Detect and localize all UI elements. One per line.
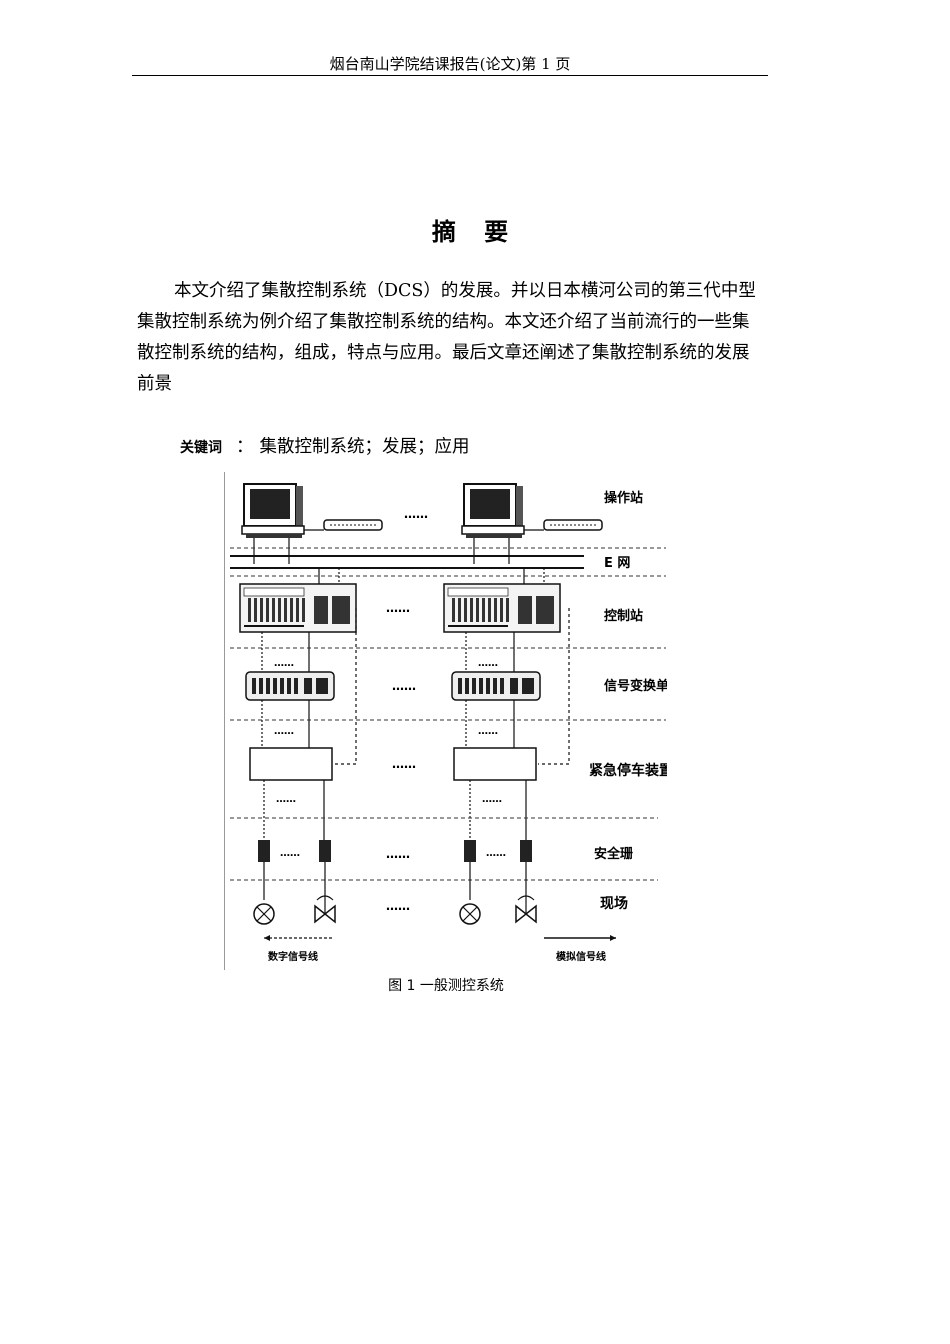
barrier-4	[520, 840, 532, 862]
emergency-stop-right	[453, 747, 537, 781]
barrier-3	[464, 840, 476, 862]
dcs-diagram: …… 操作站 E 网	[224, 472, 682, 970]
printer-right	[543, 519, 603, 531]
operator-station-left	[241, 483, 305, 538]
lamp-icon-right	[459, 903, 481, 925]
keywords-separator: ：	[236, 437, 254, 457]
abstract-title: 摘 要	[431, 218, 519, 246]
legend-digital-label: 数字信号线	[268, 950, 318, 963]
label-control-station: 控制站	[604, 608, 643, 624]
header-rule	[132, 75, 768, 76]
barrier-2	[319, 840, 331, 862]
lamp-icon-left	[253, 903, 275, 925]
ellipsis-signal: ……	[392, 679, 416, 693]
emergency-stop-left	[249, 747, 333, 781]
ellipsis-signal-stop-right: ……	[478, 726, 498, 737]
ellipsis-field: ……	[386, 899, 410, 913]
ellipsis-control: ……	[386, 601, 410, 615]
signal-unit-right	[451, 671, 541, 701]
label-safety-barrier: 安全珊	[594, 846, 633, 862]
control-station-left	[239, 583, 357, 633]
ellipsis-stop-barrier-right: ……	[482, 794, 502, 805]
label-e-network: E 网	[604, 556, 630, 571]
printer-left	[323, 519, 383, 531]
ellipsis-control-signal-left: ……	[274, 658, 294, 669]
ellipsis-stop-barrier-left: ……	[276, 794, 296, 805]
dcs-diagram-svg: …… 操作站 E 网	[224, 472, 682, 970]
ellipsis-operator: ……	[404, 507, 428, 521]
label-emergency-stop: 紧急停车装置	[589, 762, 667, 779]
valve-icon-left	[314, 895, 336, 924]
control-station-right	[443, 583, 561, 633]
keywords-line: 关键词 ：集散控制系统；发展；应用	[180, 434, 470, 461]
signal-unit-left	[245, 671, 335, 701]
ellipsis-barrier-mid: ……	[386, 847, 410, 861]
valve-icon-right	[515, 895, 537, 924]
ellipsis-barrier-left: ……	[280, 848, 300, 859]
keywords-value: 集散控制系统；发展；应用	[259, 437, 470, 457]
label-operator-station: 操作站	[604, 490, 643, 506]
ellipsis-barrier-right: ……	[486, 848, 506, 859]
operator-station-right	[461, 483, 525, 538]
ellipsis-signal-stop-left: ……	[274, 726, 294, 737]
ellipsis-emergency: ……	[392, 757, 416, 771]
ellipsis-control-signal-right: ……	[478, 658, 498, 669]
abstract-paragraph: 本文介绍了集散控制系统（DCS）的发展。并以日本横河公司的第三代中型集散控制系统…	[137, 281, 756, 394]
keywords-label: 关键词	[180, 440, 222, 456]
barrier-1	[258, 840, 270, 862]
label-signal-unit: 信号变换单元	[604, 678, 667, 694]
label-field: 现场	[600, 896, 628, 912]
figure-caption: 图 1 一般测控系统	[388, 978, 504, 994]
legend-analog-label: 模拟信号线	[556, 950, 606, 963]
page-header: 烟台南山学院结课报告(论文)第 1 页	[329, 55, 571, 73]
